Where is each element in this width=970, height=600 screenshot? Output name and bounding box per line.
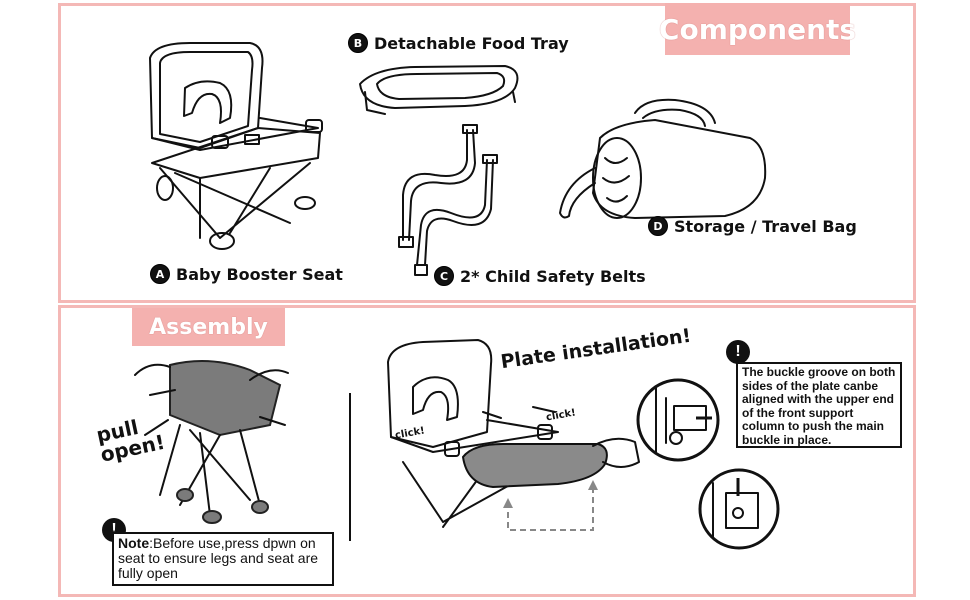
- safety-belts-label: 2* Child Safety Belts: [460, 266, 646, 286]
- travel-bag-illustration: [559, 98, 767, 219]
- booster-seat-illustration: [149, 42, 323, 250]
- assembly-heading: Assembly: [132, 308, 285, 346]
- note-heading: Note: [118, 535, 150, 551]
- badge-b: B: [348, 33, 368, 53]
- booster-seat-label: Baby Booster Seat: [176, 264, 343, 284]
- caption-travel-bag: D Storage / Travel Bag: [648, 216, 857, 236]
- components-heading: Components: [659, 3, 856, 55]
- buckle-tip-box: The buckle groove on both sides of the p…: [736, 362, 902, 448]
- buckle-detail-lower: [698, 468, 780, 550]
- caption-safety-belts: C 2* Child Safety Belts: [434, 266, 646, 286]
- note-body: :Before use,press dpwn on seat to ensure…: [118, 535, 319, 581]
- safety-belts-illustration: [398, 124, 498, 276]
- plate-installation-illustration: [387, 339, 640, 531]
- caption-booster-seat: A Baby Booster Seat: [150, 264, 343, 284]
- warning-icon-buckle: !: [726, 340, 750, 364]
- badge-a: A: [150, 264, 170, 284]
- section-divider: [349, 393, 351, 541]
- caption-food-tray: B Detachable Food Tray: [348, 33, 569, 53]
- food-tray-label: Detachable Food Tray: [374, 33, 569, 53]
- pull-open-illustration: [134, 360, 289, 524]
- badge-d: D: [648, 216, 668, 236]
- buckle-detail-upper: [636, 378, 720, 462]
- badge-c: C: [434, 266, 454, 286]
- food-tray-illustration: [359, 65, 519, 115]
- note-box: Note:Before use,press dpwn on seat to en…: [112, 532, 334, 586]
- travel-bag-label: Storage / Travel Bag: [674, 216, 857, 236]
